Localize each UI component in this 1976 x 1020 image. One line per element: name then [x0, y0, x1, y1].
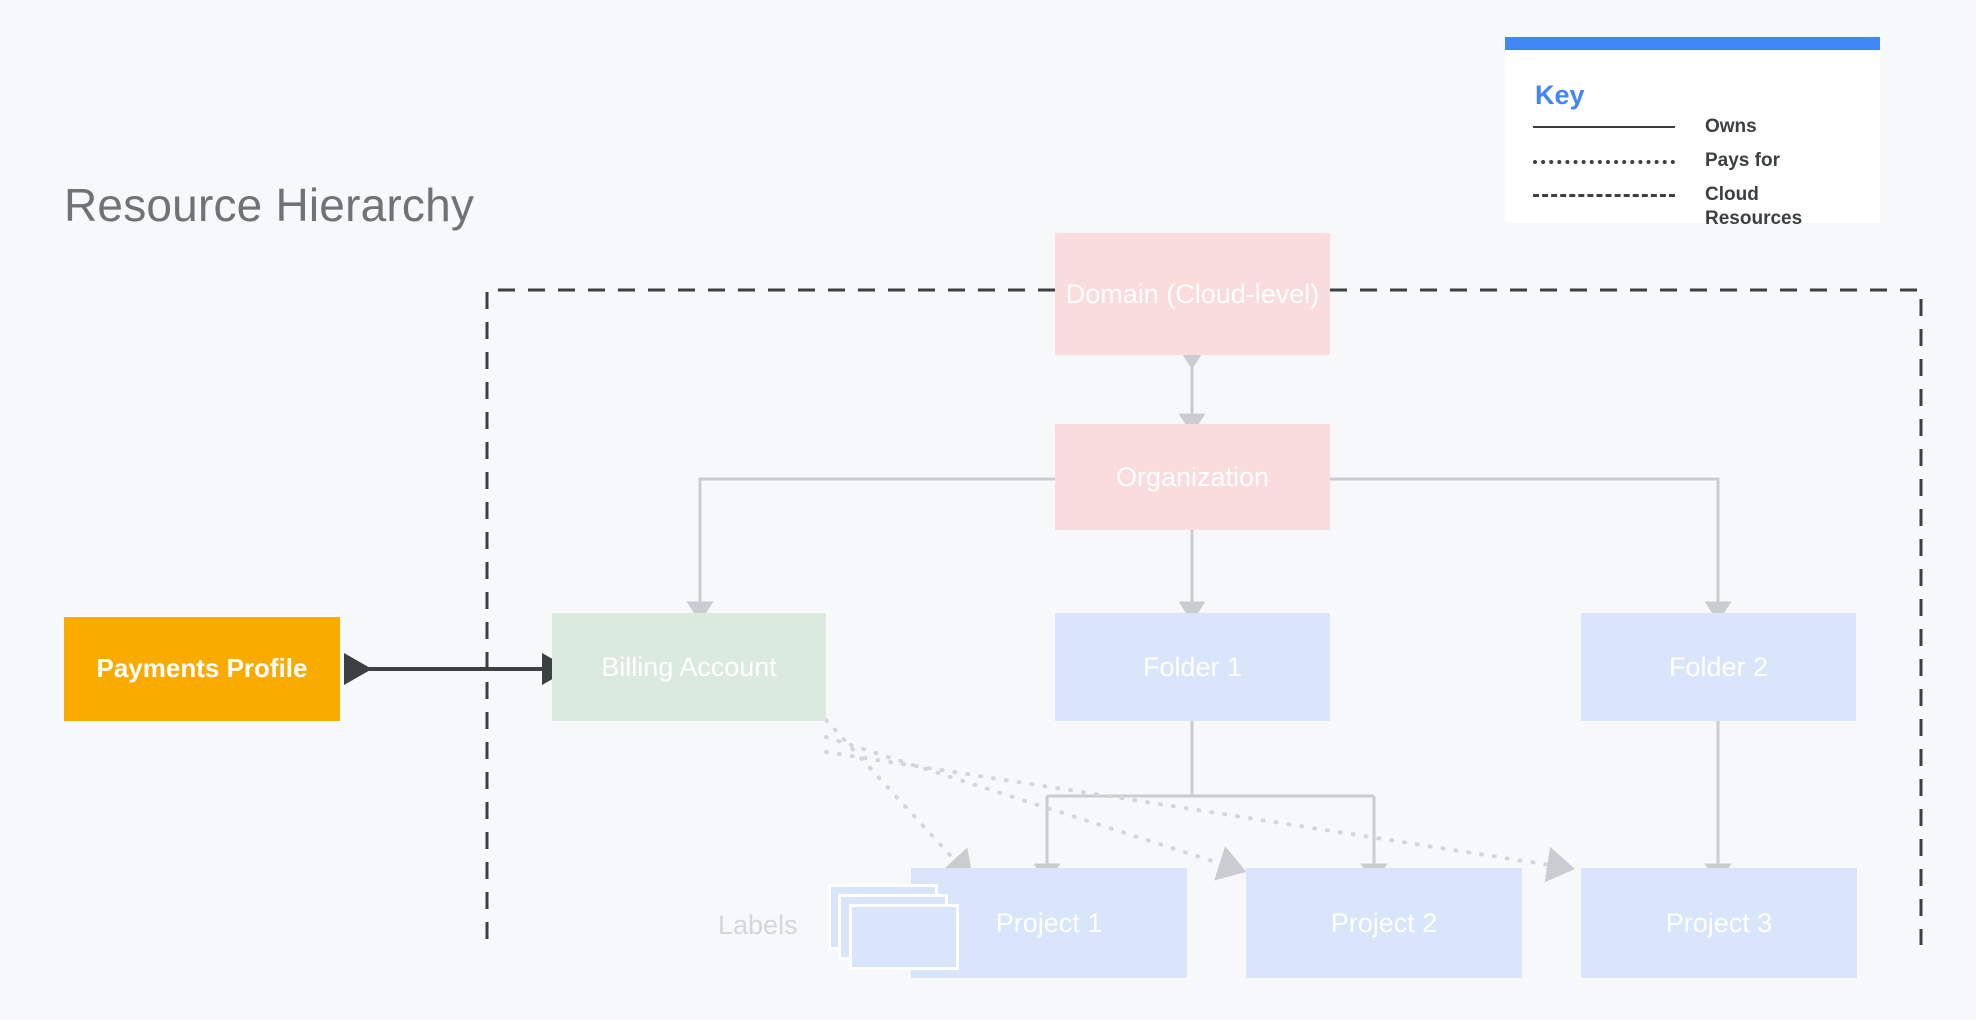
edge-folder1-projects — [1033, 720, 1388, 885]
node-payments-profile-label: Payments Profile — [96, 653, 308, 684]
labels-stack-icon — [828, 884, 960, 970]
node-project-2-label: Project 2 — [1330, 907, 1438, 938]
node-project-1-label: Project 1 — [995, 907, 1103, 938]
dotted-line-icon — [1533, 160, 1675, 164]
key-entry-cloud-resources-label: Cloud Resources — [1705, 184, 1803, 229]
node-folder-1-label: Folder 1 — [1142, 651, 1243, 682]
key-entry-owns-label: Owns — [1705, 116, 1757, 137]
key-entries-list: Owns Pays for Cloud Resources — [1505, 115, 1880, 231]
node-billing-account[interactable]: Billing Account — [552, 613, 826, 721]
node-folder-1[interactable]: Folder 1 — [1055, 613, 1330, 721]
node-organization-label: Organization — [1115, 461, 1270, 492]
node-domain[interactable]: Domain (Cloud-level) — [1055, 233, 1330, 355]
key-entry-pays-for-label: Pays for — [1705, 150, 1780, 171]
edge-billing-pays-projects — [824, 718, 1575, 883]
key-entry-owns: Owns — [1505, 115, 1880, 149]
node-billing-account-label: Billing Account — [601, 651, 777, 682]
key-legend-card: Key Owns Pays for Cloud Resources — [1505, 37, 1880, 229]
key-entry-cloud-resources: Cloud Resources — [1505, 183, 1880, 231]
node-folder-2-label: Folder 2 — [1668, 651, 1769, 682]
node-domain-label: Domain (Cloud-level) — [1065, 278, 1320, 309]
labels-card-front — [849, 904, 959, 970]
node-folder-2[interactable]: Folder 2 — [1581, 613, 1856, 721]
node-project-2[interactable]: Project 2 — [1246, 868, 1522, 978]
node-organization[interactable]: Organization — [1055, 424, 1330, 530]
node-payments-profile[interactable]: Payments Profile — [64, 617, 340, 721]
node-project-3-label: Project 3 — [1665, 907, 1773, 938]
key-title: Key — [1535, 80, 1585, 110]
node-project-3[interactable]: Project 3 — [1581, 868, 1857, 978]
key-accent-bar — [1505, 37, 1880, 50]
labels-annotation-text: Labels — [718, 910, 798, 940]
key-entry-pays-for: Pays for — [1505, 149, 1880, 183]
dashed-line-icon — [1533, 194, 1675, 197]
page-title: Resource Hierarchy — [64, 179, 475, 231]
solid-line-icon — [1533, 126, 1675, 128]
